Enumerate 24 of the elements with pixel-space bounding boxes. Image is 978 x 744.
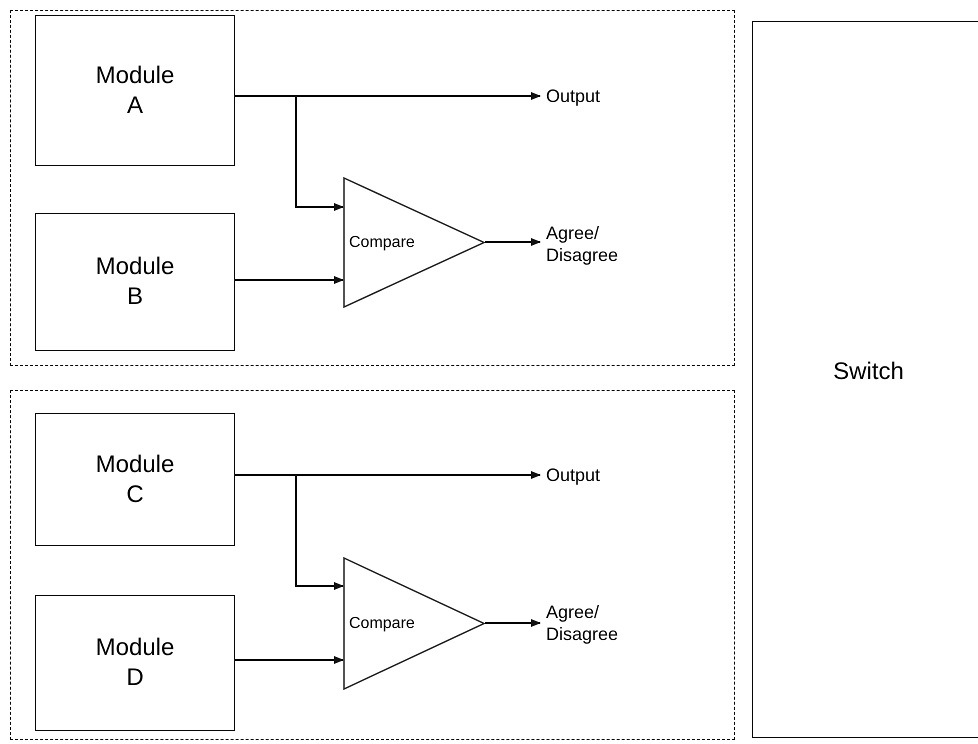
output-label: Agree/ Disagree <box>546 601 620 645</box>
output-label: Output <box>546 464 600 486</box>
output-label: Agree/ Disagree <box>546 222 620 266</box>
module-box <box>35 413 235 546</box>
compare-label: Compare <box>349 616 415 632</box>
module-label: Module C <box>94 450 176 510</box>
arrow <box>235 474 344 590</box>
arrow <box>235 656 344 664</box>
arrow <box>485 619 541 627</box>
output-label: Output <box>546 85 600 107</box>
arrow <box>235 95 344 211</box>
arrow <box>485 238 541 246</box>
switch-label: Switch <box>833 357 904 387</box>
module-label: Module D <box>94 633 176 693</box>
dashed-group-box <box>10 390 735 740</box>
module-label: Module A <box>94 60 176 120</box>
module-label: Module B <box>94 252 176 312</box>
compare-label: Compare <box>349 234 415 250</box>
module-box <box>35 213 235 351</box>
module-box <box>35 595 235 731</box>
switch-box <box>752 21 978 738</box>
module-box <box>35 15 235 166</box>
arrow <box>235 276 344 284</box>
dashed-group-box <box>10 10 735 366</box>
